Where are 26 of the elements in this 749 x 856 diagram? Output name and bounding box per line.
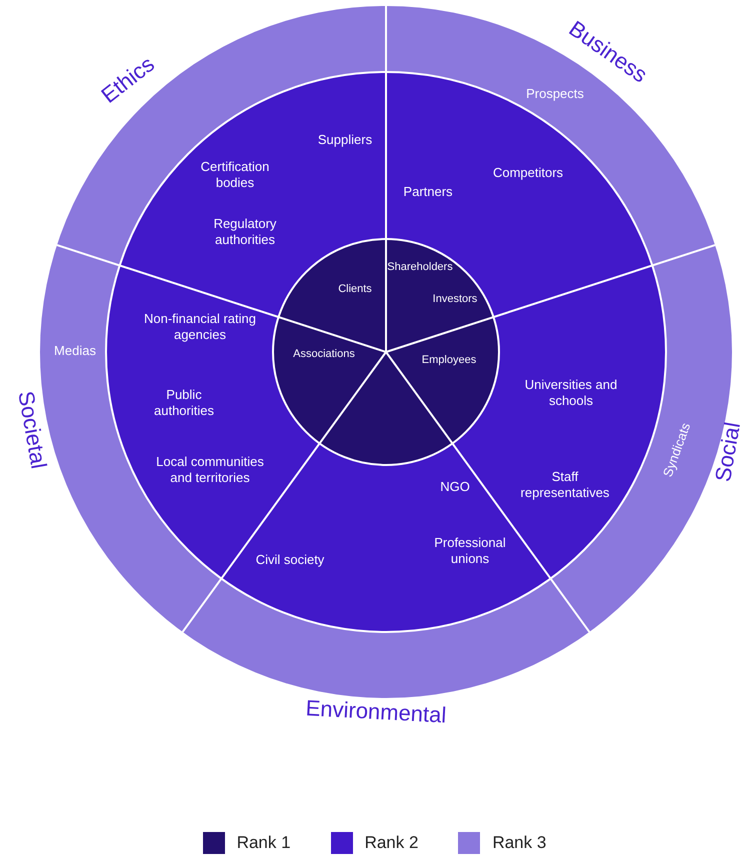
stakeholder-label: Certification bodies [200, 158, 270, 192]
stakeholder-label: Regulatory authorities [212, 216, 278, 248]
category-label: Environmental [305, 694, 447, 730]
stakeholder-label: Shareholders [387, 261, 453, 275]
stakeholder-label: Suppliers [318, 132, 372, 148]
stakeholder-label: Non-financial rating agencies [142, 310, 257, 344]
stakeholder-label: Medias [54, 342, 96, 360]
legend-label: Rank 3 [492, 832, 546, 854]
stakeholder-label: Professional unions [433, 534, 507, 568]
stakeholder-label: Partners [403, 184, 453, 200]
category-label: Social [709, 420, 746, 484]
stakeholder-label: Universities and schools [524, 376, 618, 410]
stakeholder-label: Investors [432, 293, 478, 307]
stakeholder-label: Public authorities [153, 386, 215, 420]
stakeholder-label: NGO [440, 478, 470, 496]
stakeholder-label: Prospects [526, 86, 584, 102]
legend-label: Rank 1 [236, 832, 291, 854]
stakeholder-label: Staff representatives [520, 468, 610, 502]
category-label: Societal [12, 389, 52, 471]
stakeholder-label: Competitors [492, 164, 564, 182]
stakeholder-label: Civil society [256, 552, 324, 568]
stakeholder-label: Employees [422, 354, 476, 368]
stakeholder-label: Associations [293, 348, 355, 362]
legend-label: Rank 2 [364, 832, 418, 854]
stakeholder-label: Local communities and territories [155, 454, 265, 486]
stakeholder-label: Clients [338, 283, 372, 297]
